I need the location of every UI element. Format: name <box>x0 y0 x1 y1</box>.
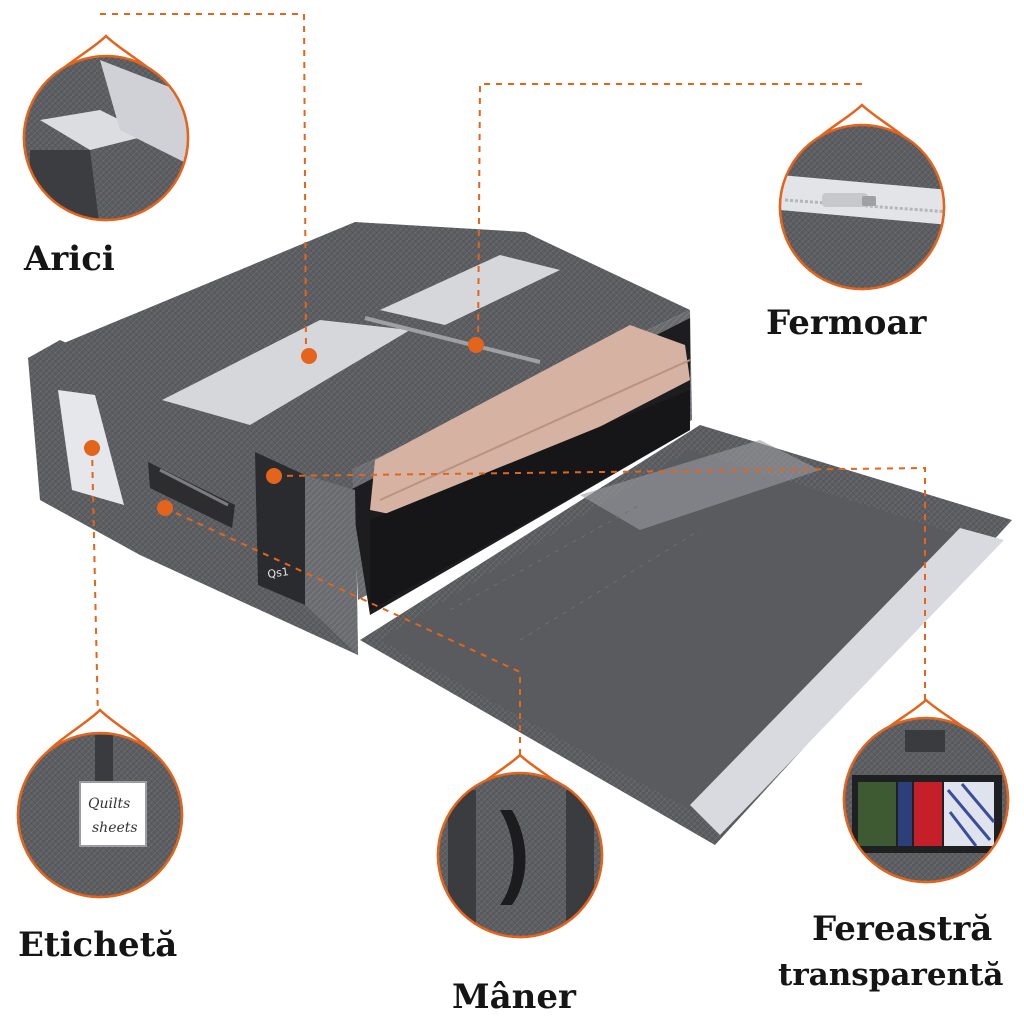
callout-dots <box>84 337 484 516</box>
handle-detail-icon <box>436 753 604 939</box>
label-fereastra-line2: transparentă <box>778 957 1004 993</box>
velcro-detail-icon <box>22 34 190 222</box>
label-arici: Arici <box>24 239 115 279</box>
callout-lines <box>91 13 926 770</box>
side-handle <box>148 462 235 528</box>
folded-clothes <box>370 325 690 520</box>
tag-line-1: Quilts <box>88 796 130 812</box>
lid-velcro-strip-1 <box>162 320 410 425</box>
label-detail-icon: Quilts sheets <box>16 708 184 899</box>
storage-box: Qs1 <box>28 222 1012 845</box>
lid-velcro-strip-2 <box>380 255 560 325</box>
lid-zipper <box>364 316 541 364</box>
label-maner: Mâner <box>452 977 576 1017</box>
front-window-text: Qs1 <box>267 565 290 581</box>
zipper-detail-icon <box>778 103 946 291</box>
front-transparent-window <box>255 452 305 605</box>
label-fereastra-line1: Fereastră <box>812 909 993 949</box>
label-eticheta: Etichetă <box>18 925 178 965</box>
label-fermoar: Fermoar <box>766 303 927 343</box>
tag-line-2: sheets <box>92 820 138 836</box>
flap-velcro-strip <box>690 528 1004 835</box>
window-detail-icon <box>842 698 1010 884</box>
flap-inner-window <box>580 440 820 530</box>
flap-inner-lining <box>380 450 960 815</box>
